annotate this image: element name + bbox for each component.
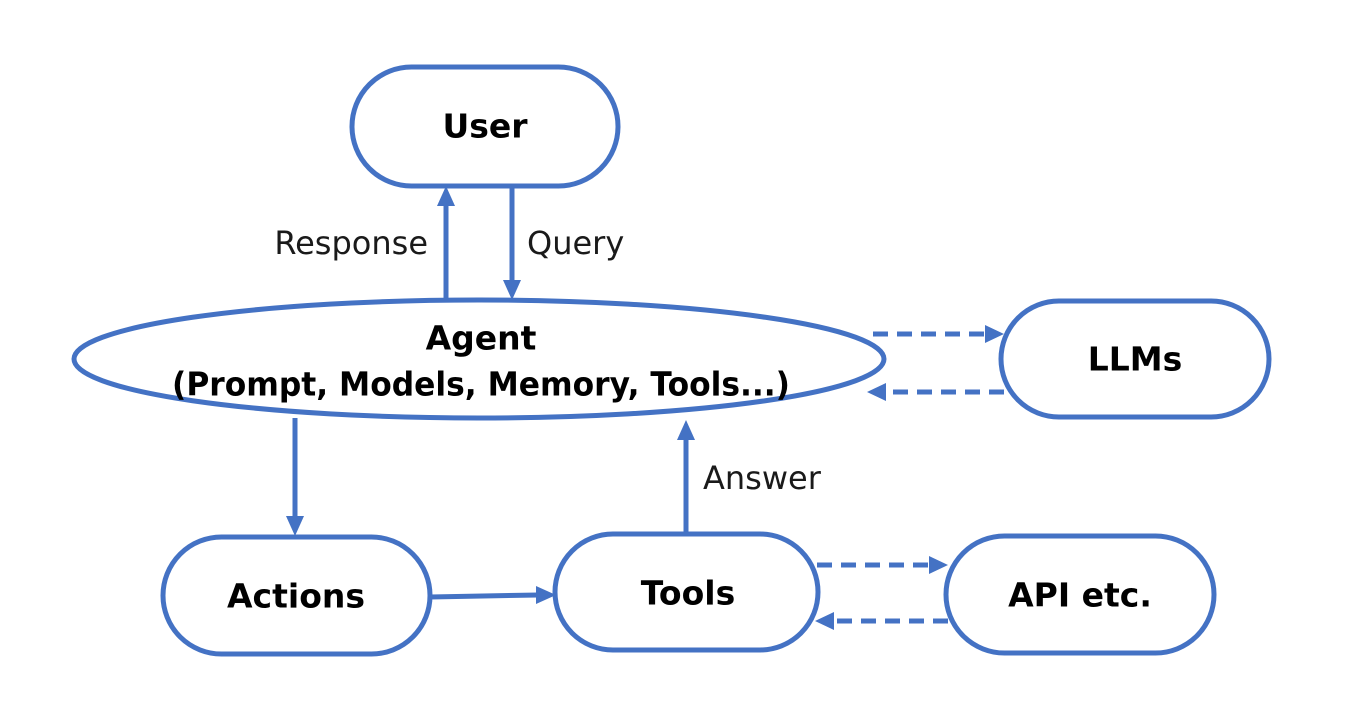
edge-actions-to-tools xyxy=(429,586,556,604)
edge-agent-to-actions xyxy=(286,418,304,536)
node-tools-label: Tools xyxy=(641,574,735,613)
edge-tools-to-api xyxy=(817,556,948,574)
node-llms-label: LLMs xyxy=(1088,340,1183,379)
edge-response xyxy=(437,186,455,300)
node-actions-label: Actions xyxy=(227,577,365,616)
edge-query-label: Query xyxy=(527,224,624,262)
edge-llms-to-agent xyxy=(867,383,1004,401)
node-tools: Tools xyxy=(552,531,821,653)
node-api-label: API etc. xyxy=(1008,576,1152,615)
edge-answer xyxy=(677,420,695,534)
edge-answer-label: Answer xyxy=(703,459,822,497)
node-user: User xyxy=(349,64,621,189)
node-agent: Agent (Prompt, Models, Memory, Tools...) xyxy=(71,297,887,421)
node-agent-subtitle: (Prompt, Models, Memory, Tools...) xyxy=(172,365,790,404)
edge-response-label: Response xyxy=(274,224,428,262)
edge-api-to-tools xyxy=(815,612,948,630)
node-agent-title: Agent xyxy=(426,319,537,358)
node-user-label: User xyxy=(442,107,528,146)
edge-agent-to-llms xyxy=(873,325,1004,343)
node-actions: Actions xyxy=(160,534,433,657)
node-api: API etc. xyxy=(943,533,1217,656)
node-llms: LLMs xyxy=(998,298,1272,420)
edge-query xyxy=(503,186,521,300)
